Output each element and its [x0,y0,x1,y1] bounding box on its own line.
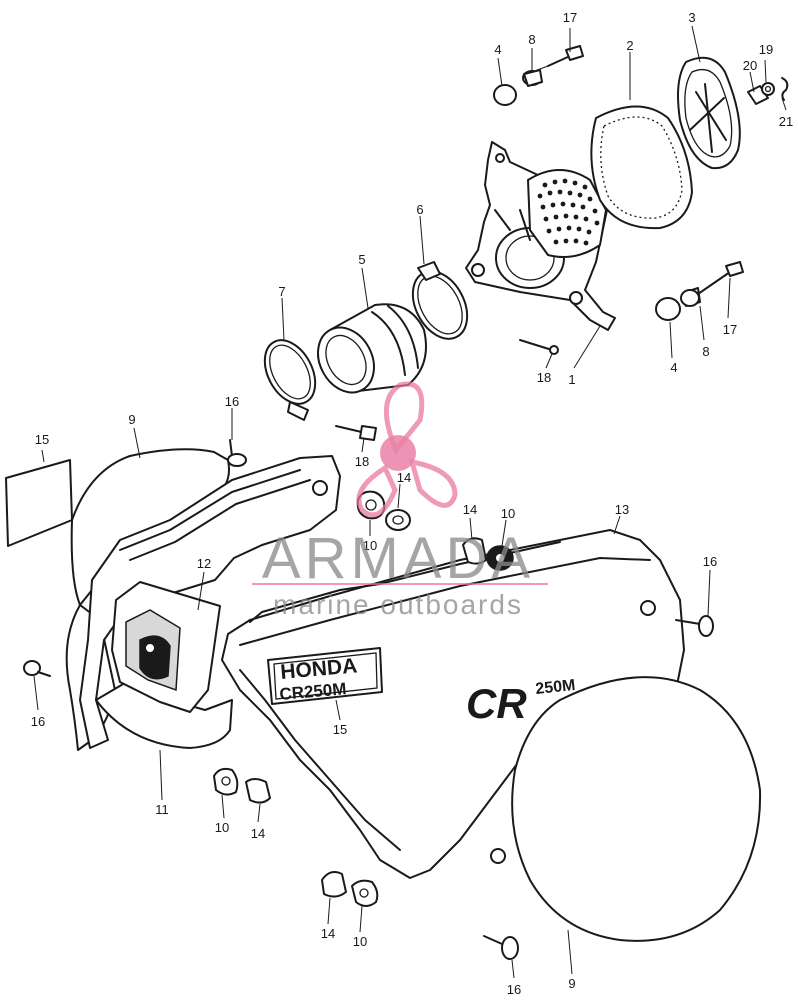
callout-18-lower: 18 [355,454,369,469]
grommet-collar-bolt-top [493,45,584,106]
air-filter-screen [527,169,607,258]
propeller-icon [356,381,458,518]
side-cover-right [511,676,762,942]
air-filter-holder [677,56,741,170]
callout-6: 6 [416,202,423,217]
callout-8: 8 [528,32,535,47]
bolt-16-right [675,615,714,637]
air-filter-element [590,105,693,230]
collar-14-b [462,537,487,565]
callout-16-bottom: 16 [507,982,521,997]
callout-11: 11 [155,802,169,817]
cover-logo: CR [466,680,527,727]
collar-14-a [385,509,411,531]
callout-13: 13 [615,502,629,517]
callout-14-a: 14 [397,470,411,485]
collar-14-d [321,871,347,898]
callout-10-d: 10 [353,934,367,949]
callout-16-right: 16 [703,554,717,569]
callout-14-d: 14 [321,926,335,941]
callout-10-a: 10 [363,538,377,553]
bolt-16-bottom [483,935,519,960]
callout-15-small: 15 [35,432,49,447]
bolt-18-upper [519,339,559,355]
callout-18-upper: 18 [537,370,551,385]
washer-and-nut-set [747,77,789,105]
callout-labels: 17 8 4 3 2 19 20 21 6 5 7 17 8 4 18 1 16… [31,10,793,997]
bolt-16-left [23,660,51,677]
bolt-16-top [227,439,247,467]
callout-8-right: 8 [702,344,709,359]
callout-15-emblem: 15 [333,722,347,737]
callout-10-c: 10 [215,820,229,835]
callout-19: 19 [759,42,773,57]
rubber-mount [111,581,221,713]
callout-12: 12 [197,556,211,571]
watermark-brand: ARMADA [262,526,534,591]
intake-clamp-7 [263,339,317,421]
callout-7: 7 [278,284,285,299]
engine-side-cover [221,529,685,879]
callout-16-left: 16 [31,714,45,729]
intake-clamp-6 [411,261,469,340]
collar-14-c [245,778,271,804]
grommet-10-d [351,879,379,907]
callout-17: 17 [563,10,577,25]
callout-2: 2 [626,38,633,53]
cover-model: 250M [535,677,577,698]
armada-watermark: ARMADA marine outboards [252,381,548,620]
callout-9-left: 9 [128,412,135,427]
grommet-collar-bolt-right [655,261,744,321]
callout-14-b: 14 [463,502,477,517]
callout-5: 5 [358,252,365,267]
leader-lines [33,25,787,979]
intake-tube [317,303,427,394]
bolt-18-lower [335,425,377,441]
watermark-tagline: marine outboards [273,589,523,620]
callout-3: 3 [688,10,695,25]
callout-20: 20 [743,58,757,73]
emblem-plate [267,647,383,705]
callout-4-right: 4 [670,360,677,375]
callout-10-b: 10 [501,506,515,521]
callout-17-right: 17 [723,322,737,337]
callout-16-top: 16 [225,394,239,409]
decal-small [5,459,73,547]
grommet-10-b [486,545,514,571]
cover-bracket [79,455,341,749]
callout-21: 21 [779,114,793,129]
grommet-10-c [213,767,239,796]
callout-9-right: 9 [568,976,575,991]
callout-1: 1 [568,372,575,387]
callout-4: 4 [494,42,501,57]
callout-14-c: 14 [251,826,265,841]
